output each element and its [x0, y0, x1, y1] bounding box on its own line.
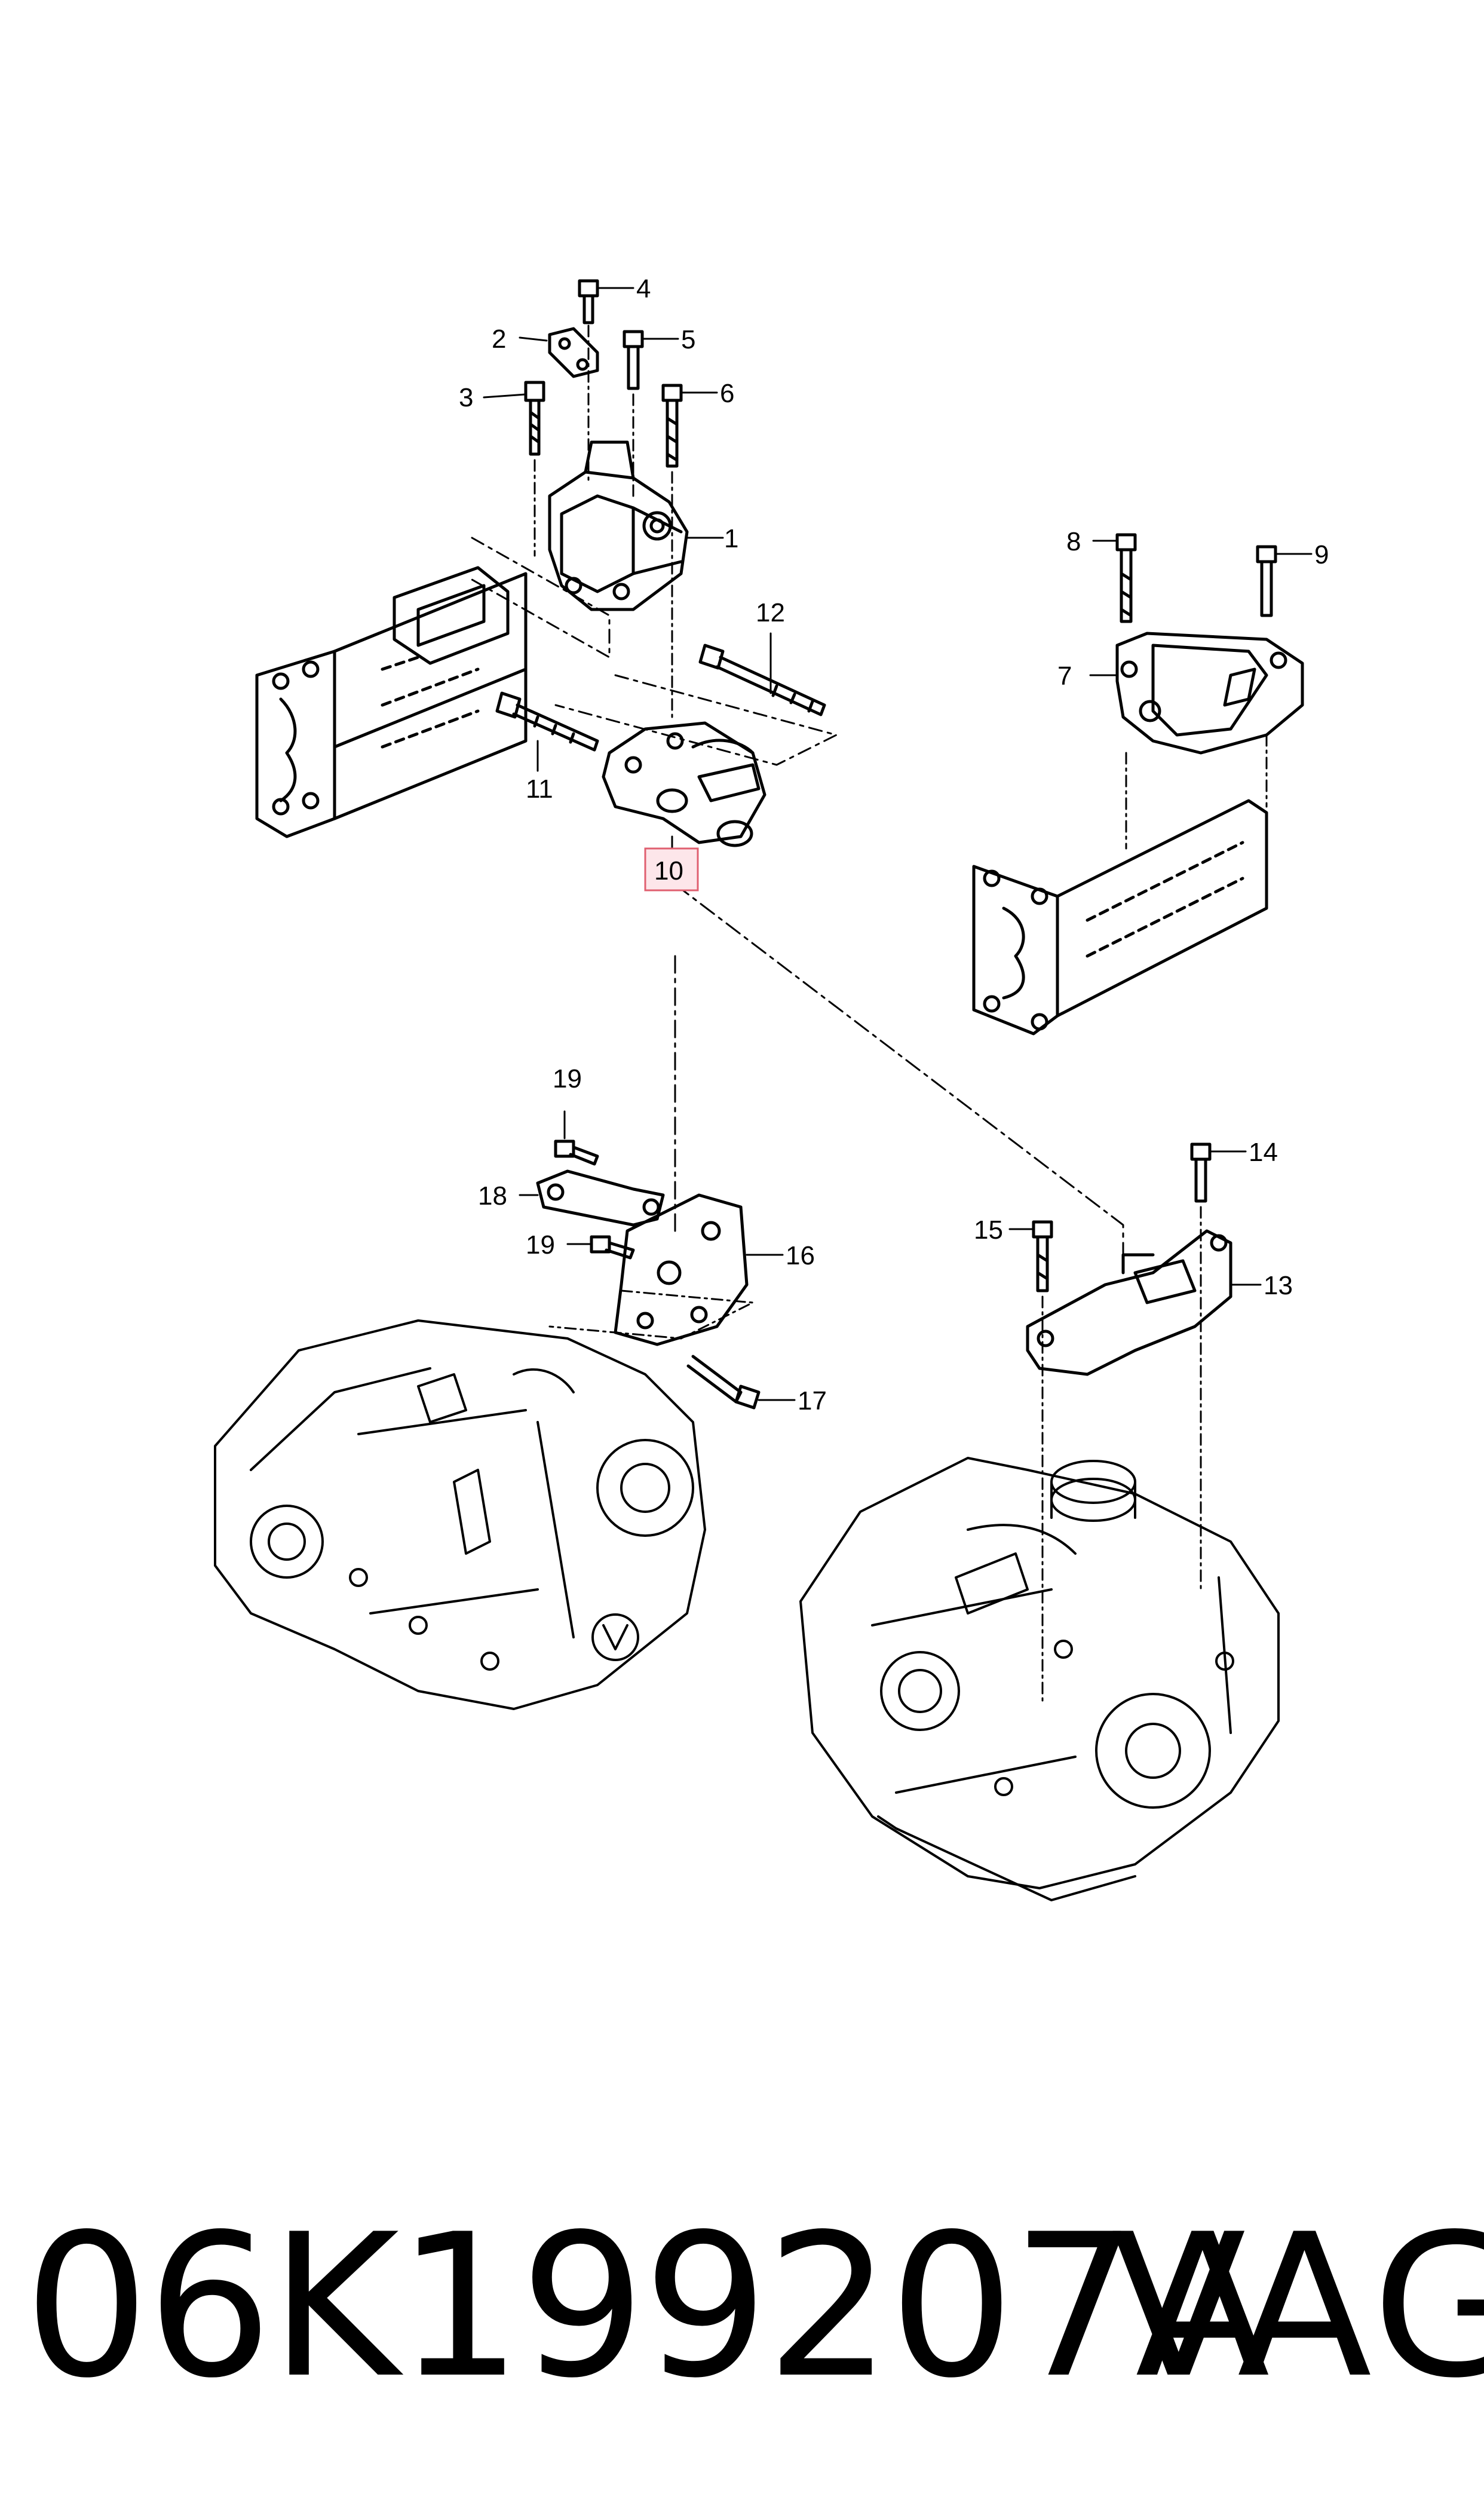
- callout-5: 5: [681, 325, 695, 354]
- callout-9: 9: [1314, 540, 1329, 569]
- bolt-part-15: [1032, 1220, 1053, 1292]
- part-number: 06K199207A: [24, 2192, 1270, 2421]
- callout-14: 14: [1249, 1138, 1278, 1167]
- gearbox-mount-part-7: [1115, 632, 1304, 755]
- bracket-part-2: [548, 327, 599, 378]
- callout-4: 4: [636, 274, 651, 304]
- bolt-part-6: [661, 384, 683, 468]
- manual-gearbox: [214, 1319, 706, 1710]
- bolt-part-19-lower: [590, 1235, 635, 1260]
- caption: 06K199207A VAG: [24, 2187, 1484, 2426]
- automatic-gearbox: [799, 1457, 1280, 1901]
- callout-10: 10: [654, 856, 683, 886]
- callout-16: 16: [786, 1241, 815, 1270]
- callout-19a: 19: [553, 1064, 582, 1093]
- callout-3: 3: [459, 383, 473, 412]
- callout-1: 1: [724, 524, 738, 553]
- bolt-part-14: [1190, 1142, 1212, 1203]
- callout-6: 6: [720, 379, 734, 408]
- callout-12: 12: [756, 598, 785, 627]
- bracket-part-16: [614, 1193, 749, 1346]
- brand-name: VAG: [1111, 2192, 1484, 2421]
- callout-2: 2: [492, 324, 506, 354]
- bolt-part-19-upper: [554, 1139, 599, 1166]
- leader-lines: [483, 287, 1313, 1401]
- callout-7: 7: [1057, 661, 1072, 691]
- mount-bracket-part-13: [1026, 1229, 1232, 1376]
- bolt-part-11: [495, 691, 599, 752]
- exploded-parts-diagram: 1 2 3 4 5 6 7 8 9 10 11 12 13 14 15 16 1…: [214, 274, 1329, 1901]
- bracket-part-10: [602, 721, 766, 847]
- callout-labels: 1 2 3 4 5 6 7 8 9 10 11 12 13 14 15 16 1…: [459, 274, 1329, 1416]
- bolt-part-17: [686, 1355, 761, 1410]
- bolt-part-3: [524, 381, 545, 456]
- callout-13: 13: [1264, 1271, 1293, 1300]
- left-frame-rail: [255, 566, 528, 838]
- highlight-box: [644, 847, 699, 892]
- callout-11: 11: [526, 774, 553, 804]
- callout-15: 15: [974, 1215, 1003, 1245]
- bolt-part-9: [1256, 545, 1277, 617]
- callout-18: 18: [478, 1181, 507, 1211]
- callout-19b: 19: [526, 1230, 555, 1260]
- right-frame-rail: [972, 799, 1268, 1036]
- bolt-part-4: [578, 279, 599, 324]
- bolt-part-8: [1115, 533, 1137, 623]
- bolt-part-12: [698, 644, 826, 716]
- bolt-part-5: [623, 330, 644, 390]
- bracket-part-18: [536, 1169, 665, 1227]
- engine-mount-part-1: [548, 440, 689, 611]
- callout-8: 8: [1066, 527, 1081, 556]
- callout-17: 17: [798, 1386, 827, 1416]
